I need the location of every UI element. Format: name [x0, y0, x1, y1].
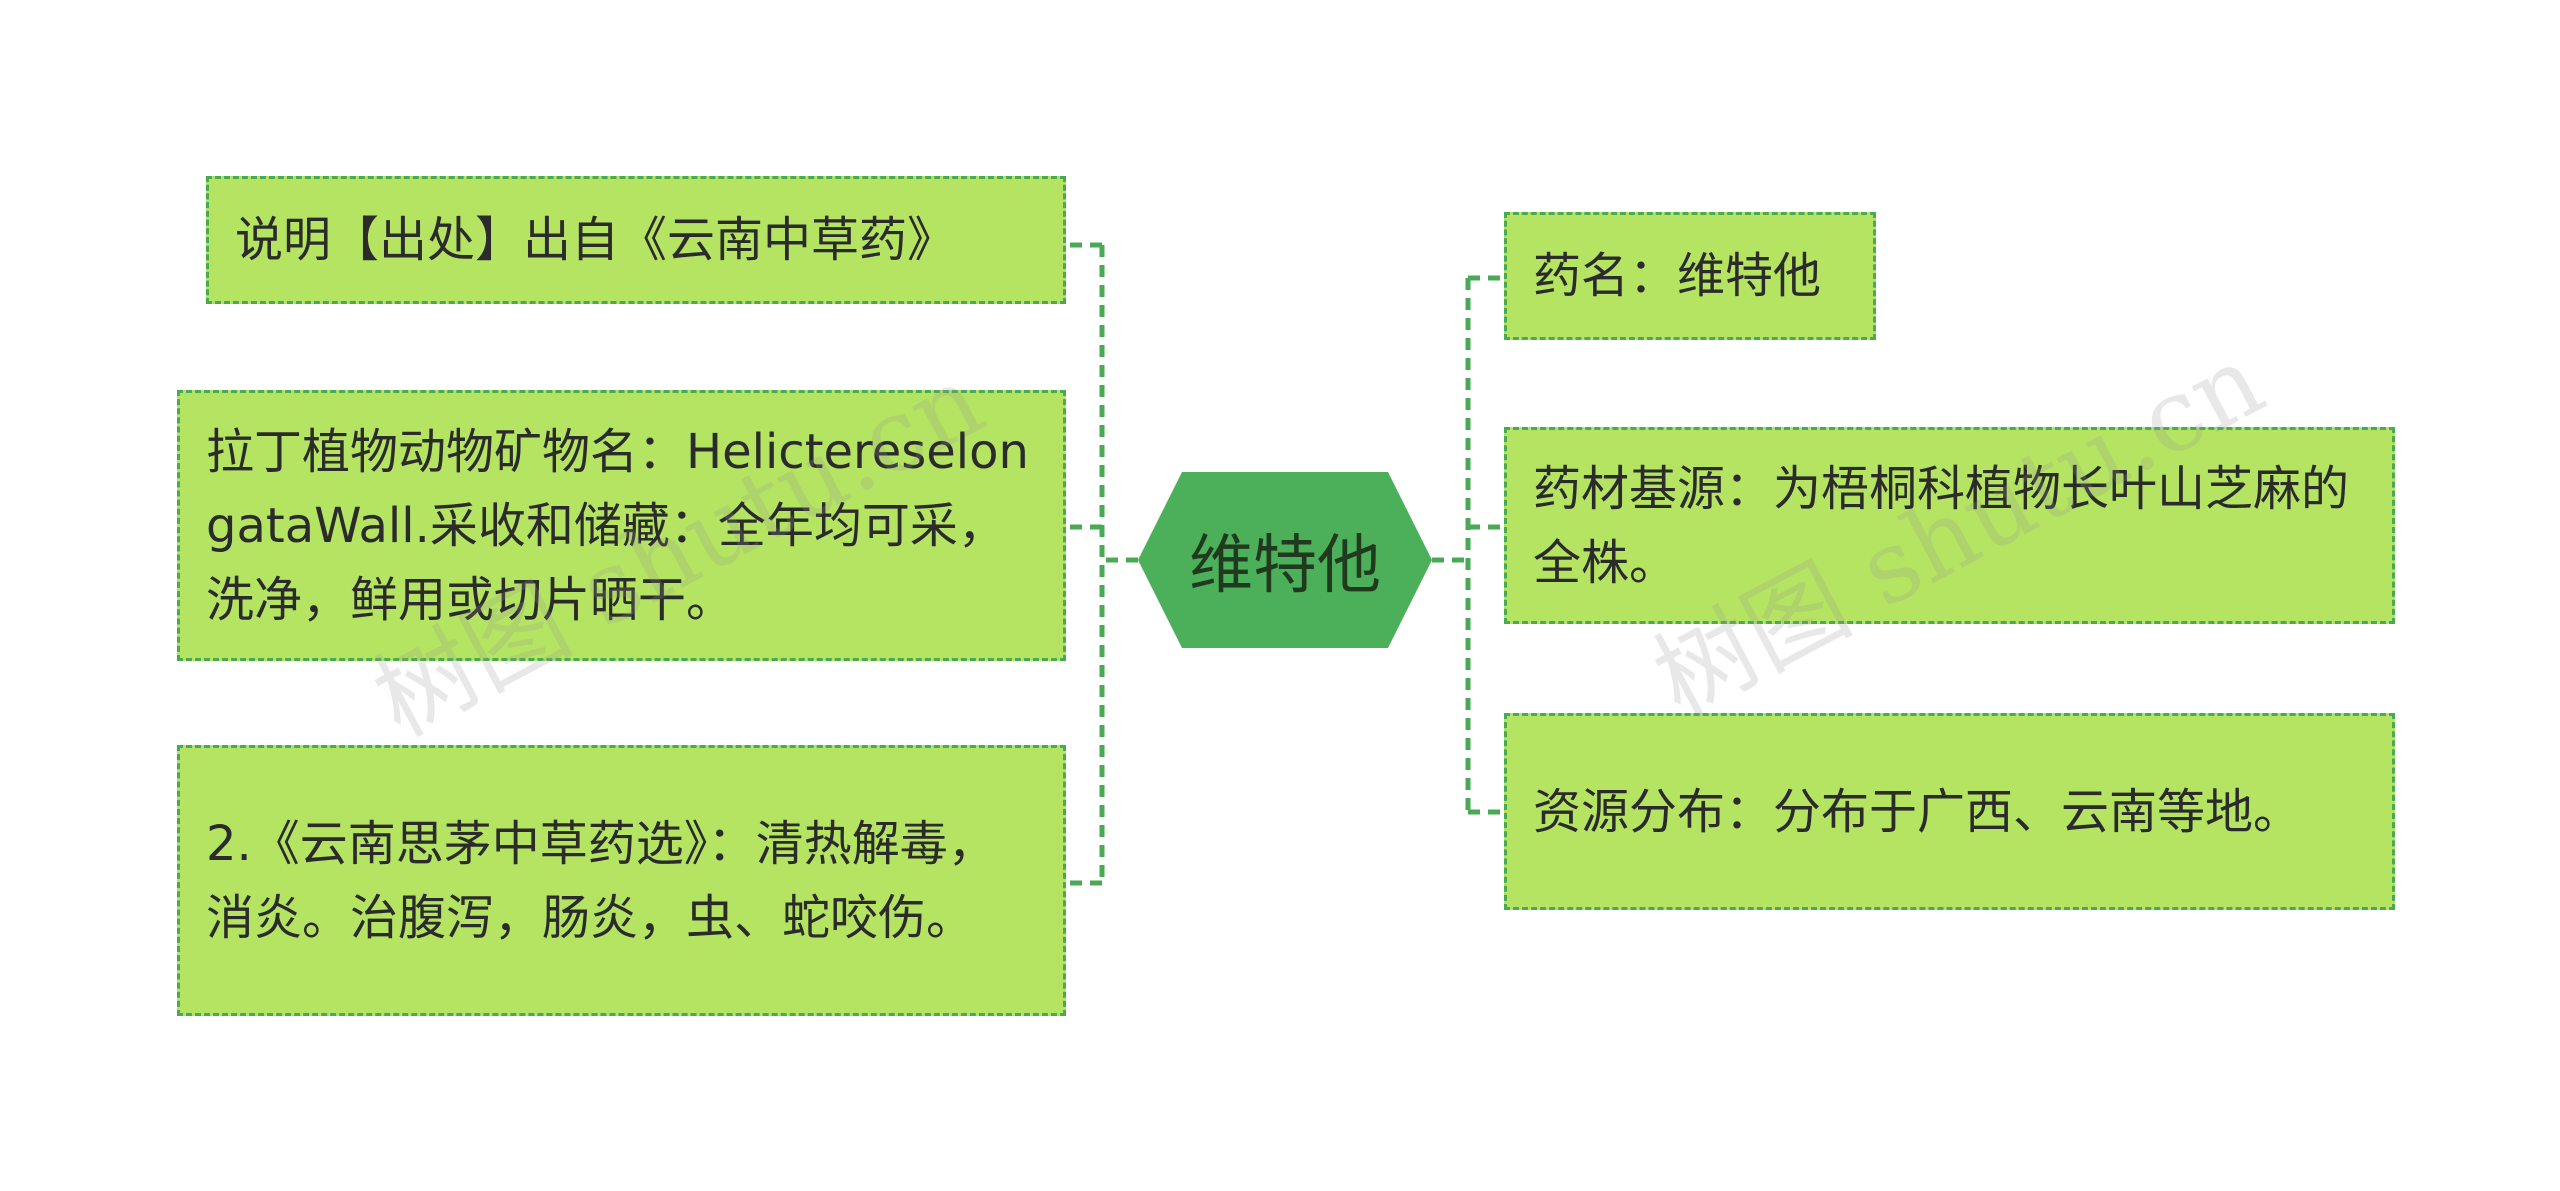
central-topic-hexagon	[1138, 472, 1432, 648]
left-node-usage[interactable]: 2.《云南思茅中草药选》：清热解毒，消炎。治腹泻，肠炎，虫、蛇咬伤。	[177, 745, 1066, 1016]
left-node-latin-name-text: 拉丁植物动物矿物名：HelictereselongataWall.采收和储藏：全…	[206, 423, 1029, 628]
right-node-distribution[interactable]: 资源分布：分布于广西、云南等地。	[1504, 713, 2395, 910]
right-node-distribution-text: 资源分布：分布于广西、云南等地。	[1533, 783, 2302, 840]
left-node-source[interactable]: 说明【出处】出自《云南中草药》	[206, 176, 1066, 304]
left-node-latin-name[interactable]: 拉丁植物动物矿物名：HelictereselongataWall.采收和储藏：全…	[177, 390, 1066, 661]
right-node-origin[interactable]: 药材基源：为梧桐科植物长叶山芝麻的全株。	[1504, 427, 2395, 624]
right-node-drug-name-text: 药名：维特他	[1533, 248, 1822, 304]
central-topic[interactable]: 维特他	[1138, 472, 1432, 648]
left-node-source-text: 说明【出处】出自《云南中草药》	[235, 212, 956, 268]
right-node-origin-text: 药材基源：为梧桐科植物长叶山芝麻的全株。	[1533, 460, 2350, 591]
central-topic-label: 维特他	[1189, 529, 1381, 603]
right-node-drug-name[interactable]: 药名：维特他	[1504, 212, 1876, 340]
left-node-usage-text: 2.《云南思茅中草药选》：清热解毒，消炎。治腹泻，肠炎，虫、蛇咬伤。	[206, 815, 996, 946]
